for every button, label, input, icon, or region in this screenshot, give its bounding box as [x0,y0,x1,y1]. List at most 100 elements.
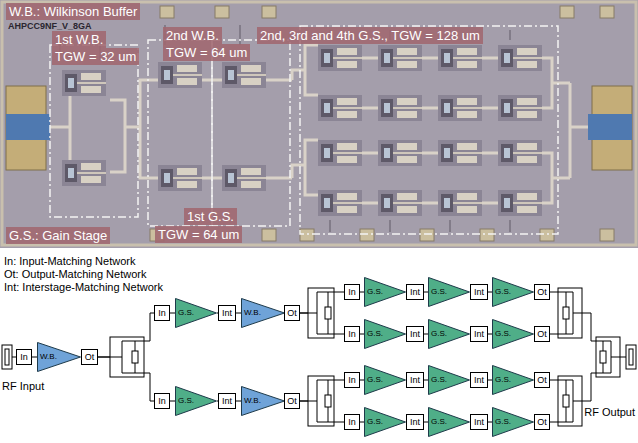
amplifier-triangle: G.S. [364,407,406,437]
block-label: Ot [537,375,547,385]
signal-wire [236,401,241,402]
block-label: W.B. [241,308,261,318]
chip-photo [158,165,202,191]
wilkinson-combiner [558,288,620,426]
wilkinson-splitter [308,380,334,422]
wilkinson-splitter [325,395,331,407]
matching-network-box: Int [406,372,424,388]
block-label: Int [474,329,484,339]
triangle-shape [493,278,534,307]
chip-photo [378,140,422,166]
block-label: G.S. [175,308,194,318]
triangle-shape [365,320,406,349]
chip-marking: AHPCC9NF_V_8GA [8,21,92,31]
triangle-shape [365,366,406,395]
amplifier-triangle: G.S. [428,407,470,437]
triangle-shape [38,343,81,372]
block-label: Ot [537,287,547,297]
block-label: G.S. [492,417,511,427]
signal-wire [488,422,492,423]
block-label: Ot [85,352,95,362]
signal-wire [360,334,364,335]
block-label: In [158,396,166,406]
dc-pads [540,229,554,241]
block-label: Ot [287,396,297,406]
block-label: Int [410,329,420,339]
matching-network-box: In [154,305,170,321]
wilkinson-splitter [110,337,144,377]
dc-pads [560,6,574,18]
triangle-shape [242,387,285,416]
matching-network-box: In [344,284,360,300]
block-label: Int [410,417,420,427]
wilkinson-combiner [558,376,582,426]
region-outline [50,26,558,234]
signal-wire [488,334,492,335]
triangle-shape [429,366,470,395]
chip-photo [498,95,542,121]
rf-traces [202,80,292,178]
triangle-shape [242,299,285,328]
chip-photo [62,70,106,96]
block-label: G.S. [175,396,194,406]
block-label: In [348,329,356,339]
chip-photo [62,160,106,186]
amplifier-triangle: G.S. [492,277,534,307]
annotation-label: TGW = 64 um [163,44,250,61]
port-symbol [2,345,636,369]
signal-wire [170,313,175,314]
note-text: Int: Interstage-Matching Network [4,281,163,294]
triangle-shape [176,299,217,328]
dc-pads [420,229,434,241]
matching-network-box: Int [470,284,488,300]
dc-pads [262,6,276,18]
annotation-label: TGW = 32 um [52,48,139,65]
note-text: Ot: Output-Matching Network [4,268,146,281]
rf-traces [542,58,588,203]
rf-traces [50,45,588,203]
wilkinson-splitter [110,341,144,373]
amplifier-triangle: G.S. [492,319,534,349]
matching-network-box: Int [470,326,488,342]
port-symbol [5,349,9,365]
block-label: Int [410,375,420,385]
block-label: In [20,352,28,362]
amplifier-triangle: G.S. [364,277,406,307]
signal-wire [488,292,492,293]
block-label: G.S. [428,375,447,385]
rf-traces [292,45,318,195]
block-label: G.S. [364,417,383,427]
matching-network-box: In [344,372,360,388]
amplifier-triangle: W.B. [241,298,285,328]
block-label: G.S. [492,375,511,385]
block-label: G.S. [492,329,511,339]
port-symbol [2,345,12,369]
rf-pad [588,114,632,140]
matching-network-box: Int [218,393,236,409]
region-outline [50,45,138,217]
amplifier-triangle: G.S. [364,365,406,395]
note-text: RF Input [2,380,44,393]
block-label: Int [222,396,232,406]
region-outline [300,26,558,234]
matching-network-box: Int [470,414,488,430]
signal-wire [360,380,364,381]
matching-network-box: Ot [534,284,550,300]
wilkinson-combiner [600,351,606,363]
chip-photo [222,62,266,88]
chip-photo [318,140,362,166]
wilkinson-combiner [558,292,582,334]
block-label: Int [474,287,484,297]
block-label: G.S. [364,287,383,297]
block-label: Int [410,287,420,297]
block-label: G.S. [428,287,447,297]
signal-wire [488,380,492,381]
wilkinson-splitter [132,351,138,363]
amplifier-triangle: G.S. [364,319,406,349]
matching-network-box: Int [470,372,488,388]
wilkinson-combiner [563,307,569,319]
block-label: W.B. [241,396,261,406]
matching-network-box: Int [218,305,236,321]
matching-network-box: Ot [81,349,98,365]
triangle-shape [493,366,534,395]
